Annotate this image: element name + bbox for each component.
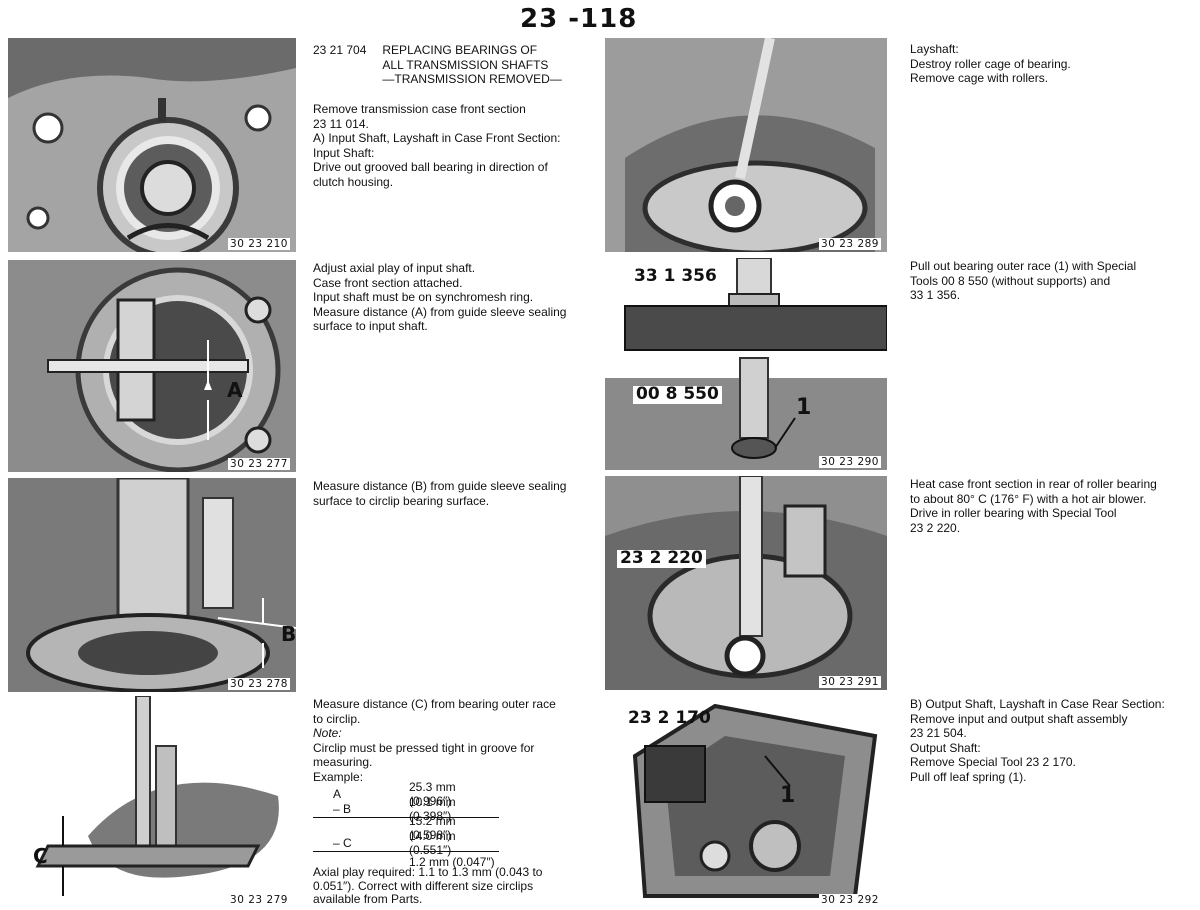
section-measure-b: Measure distance (B) from guide sleeve s… bbox=[313, 479, 603, 508]
calc-row: – B 10.1 mm (0.398″) bbox=[313, 795, 499, 823]
figure-number: 30 23 289 bbox=[819, 238, 881, 250]
text-line: available from Parts. bbox=[313, 892, 423, 906]
calc-rule bbox=[313, 851, 499, 852]
text-line: 23 11 014. bbox=[313, 116, 369, 131]
text-line: Layshaft: bbox=[910, 42, 959, 56]
photo-front-section-bearing: 30 23 210 bbox=[8, 38, 296, 252]
text-line: Input shaft must be on synchromesh ring. bbox=[313, 290, 534, 305]
calc-label: A bbox=[333, 786, 342, 801]
callout-tool-23-2-220: 23 2 220 bbox=[617, 549, 706, 568]
text-line: Drive out grooved ball bearing in direct… bbox=[313, 160, 548, 175]
calc-value: 15.2 mm (0.598″) bbox=[409, 813, 456, 842]
section-layshaft: Layshaft: Destroy roller cage of bearing… bbox=[910, 42, 1194, 86]
text-line: Input Shaft: bbox=[313, 145, 375, 160]
callout-a: A bbox=[227, 378, 243, 402]
text-line: Measure distance (C) from bearing outer … bbox=[313, 697, 556, 711]
calc-rule bbox=[313, 817, 499, 818]
text-line: B) Output Shaft, Layshaft in Case Rear S… bbox=[910, 697, 1165, 711]
text-line: Case front section attached. bbox=[313, 275, 463, 290]
section-code: 23 21 704 bbox=[313, 43, 367, 57]
callout-b: B bbox=[281, 622, 296, 646]
text-line: Pull off leaf spring (1). bbox=[910, 769, 1027, 784]
text-line: to circlip. bbox=[313, 711, 361, 726]
photo-layshaft-roller-cage: 30 23 289 bbox=[605, 38, 887, 252]
text-line: Pull out bearing outer race (1) with Spe… bbox=[910, 259, 1137, 273]
calc-row: – C 14.0 mm (0.551″) bbox=[313, 829, 499, 857]
figure-number: 30 23 210 bbox=[228, 238, 290, 250]
photo-axial-play-a: A 30 23 277 bbox=[8, 260, 296, 472]
text-line: Remove transmission case front section bbox=[313, 102, 526, 116]
section-heat-case: Heat case front section in rear of rolle… bbox=[910, 477, 1198, 535]
text-line: Remove input and output shaft assembly bbox=[910, 711, 1128, 726]
text-line: Adjust axial play of input shaft. bbox=[313, 261, 476, 275]
calc-label: – B bbox=[333, 801, 352, 816]
text-line: Drive in roller bearing with Special Too… bbox=[910, 506, 1117, 521]
text-line: 23 21 504. bbox=[910, 726, 967, 741]
text-line: surface to circlip bearing surface. bbox=[313, 493, 490, 508]
calc-label: – C bbox=[333, 835, 352, 850]
text-line: Measure distance (A) from guide sleeve s… bbox=[313, 304, 567, 319]
text-line: Circlip must be pressed tight in groove … bbox=[313, 740, 535, 755]
calc-value: 1.2 mm (0.047″) bbox=[409, 854, 495, 869]
text-line: Tools 00 8 550 (without supports) and bbox=[910, 273, 1111, 288]
callout-1: 1 bbox=[796, 395, 812, 420]
text-line: Output Shaft: bbox=[910, 740, 981, 755]
text-line: 33 1 356. bbox=[910, 288, 961, 303]
text-line: 0.051″). Correct with different size cir… bbox=[313, 878, 534, 893]
figure-number: 30 23 291 bbox=[819, 676, 881, 688]
figure-number: 30 23 278 bbox=[228, 678, 290, 690]
calc-row: 1.2 mm (0.047″) bbox=[313, 854, 499, 869]
callout-1: 1 bbox=[780, 783, 796, 808]
photo-pull-bearing-race: 33 1 356 00 8 550 1 30 23 290 bbox=[605, 258, 887, 470]
callout-tool-33-1-356: 33 1 356 bbox=[631, 267, 720, 286]
text-line: 23 2 220. bbox=[910, 520, 961, 535]
photo-drive-roller-bearing: 23 2 220 30 23 291 bbox=[605, 476, 887, 690]
section-pull-outer-race: Pull out bearing outer race (1) with Spe… bbox=[910, 259, 1194, 303]
photo-distance-b: B 30 23 278 bbox=[8, 478, 296, 692]
figure-number: 30 23 277 bbox=[228, 458, 290, 470]
callout-c: C bbox=[33, 844, 48, 868]
text-line: Remove cage with rollers. bbox=[910, 71, 1049, 86]
section-measure-c: Measure distance (C) from bearing outer … bbox=[313, 697, 603, 785]
figure-number: 30 23 292 bbox=[819, 894, 881, 906]
example-label: Example: bbox=[313, 769, 364, 784]
text-line: Heat case front section in rear of rolle… bbox=[910, 477, 1157, 491]
text-line: Axial play required: 1.1 to 1.3 mm (0.04… bbox=[313, 865, 543, 879]
section-axial-play-required: Axial play required: 1.1 to 1.3 mm (0.04… bbox=[313, 865, 603, 907]
text-line: clutch housing. bbox=[313, 174, 394, 189]
calc-value: 25.3 mm (0.996″) bbox=[409, 779, 456, 808]
heading-line: ALL TRANSMISSION SHAFTS bbox=[382, 57, 549, 72]
note-label: Note: bbox=[313, 726, 342, 741]
calc-value: 10.1 mm (0.398″) bbox=[409, 794, 456, 823]
photo-distance-c: C 30 23 279 bbox=[8, 696, 296, 908]
figure-number: 30 23 290 bbox=[819, 456, 881, 468]
text-line: Measure distance (B) from guide sleeve s… bbox=[313, 479, 567, 493]
text-line: to about 80° C (176° F) with a hot air b… bbox=[910, 491, 1147, 506]
calc-value: 14.0 mm (0.551″) bbox=[409, 828, 456, 857]
text-line: Remove Special Tool 23 2 170. bbox=[910, 755, 1076, 770]
callout-tool-23-2-170: 23 2 170 bbox=[628, 708, 711, 728]
figure-number: 30 23 279 bbox=[228, 894, 290, 906]
calc-row: 15.2 mm (0.598″) bbox=[313, 814, 499, 842]
text-line: A) Input Shaft, Layshaft in Case Front S… bbox=[313, 131, 561, 146]
section-remove-front: Remove transmission case front section 2… bbox=[313, 102, 603, 190]
axial-play-calculation: A 25.3 mm (0.996″) – B 10.1 mm (0.398″) … bbox=[313, 780, 499, 869]
text-line: surface to input shaft. bbox=[313, 319, 428, 334]
photo-output-shaft-leaf-spring: 23 2 170 1 30 23 292 bbox=[605, 696, 887, 908]
calc-row: A 25.3 mm (0.996″) bbox=[313, 780, 499, 808]
section-adjust-axial-play: Adjust axial play of input shaft. Case f… bbox=[313, 261, 603, 334]
section-output-shaft: B) Output Shaft, Layshaft in Case Rear S… bbox=[910, 697, 1198, 785]
page-number: 23 -118 bbox=[520, 4, 638, 34]
callout-tool-00-8-550: 00 8 550 bbox=[633, 385, 722, 404]
text-line: Destroy roller cage of bearing. bbox=[910, 56, 1071, 71]
heading-line: —TRANSMISSION REMOVED— bbox=[382, 72, 562, 87]
heading-line: REPLACING BEARINGS OF bbox=[382, 43, 538, 57]
text-line: measuring. bbox=[313, 755, 373, 770]
section-heading: 23 21 704 REPLACING BEARINGS OF ALL TRAN… bbox=[313, 43, 603, 87]
